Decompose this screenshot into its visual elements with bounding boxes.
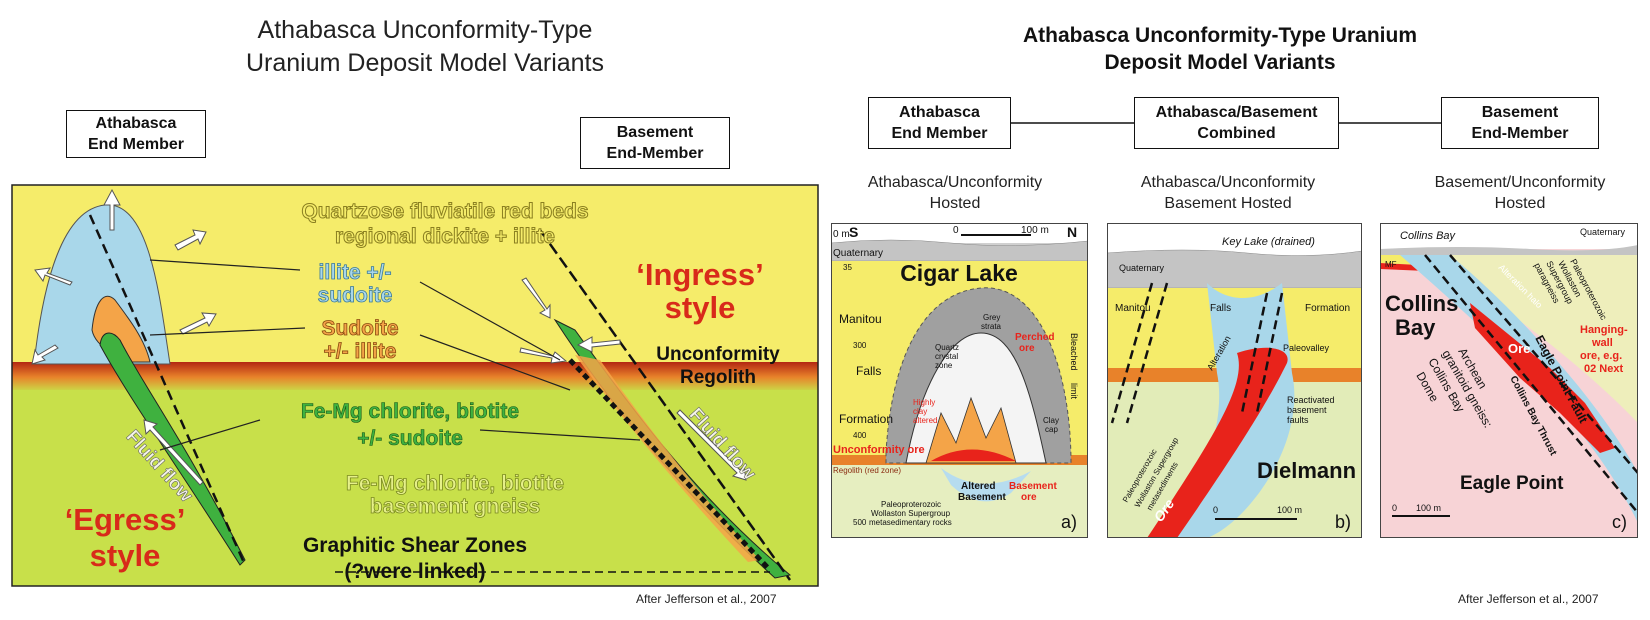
a-paleo-2: Wollaston Supergroup	[871, 509, 951, 518]
label-chlorite-1: Fe-Mg chlorite, biotite	[301, 400, 519, 423]
b-manitou: Manitou	[1115, 303, 1151, 314]
athabasca-end-member-box: Athabasca End Member	[66, 110, 206, 158]
left-cross-section-diagram: Quartzose fluviatile red beds regional d…	[11, 184, 819, 587]
subtitle-c: Basement/Unconformity Hosted	[1434, 174, 1606, 212]
b-reactivated-1: Reactivated	[1287, 395, 1335, 405]
c-name-1: Collins	[1385, 291, 1458, 316]
panel-a-cigar-lake: 0 m S N 0 100 m Quaternary 35 Cigar Lake…	[831, 223, 1088, 538]
right-title: Athabasca Unconformity-Type Uranium Depo…	[1022, 24, 1417, 74]
a-falls: Falls	[856, 364, 881, 378]
b-reactivated-3: faults	[1287, 415, 1309, 425]
c-hw-4: 02 Next	[1584, 363, 1623, 375]
subtitle-a: Athabasca/Unconformity Hosted	[867, 174, 1043, 212]
a-paleo-3: metasedimentary rocks	[869, 518, 952, 527]
label-ingress-1: ‘Ingress’	[636, 257, 764, 292]
a-name: Cigar Lake	[900, 260, 1018, 286]
a-bleached: Bleached	[1069, 333, 1079, 371]
a-perched-ore: ore	[1019, 343, 1035, 354]
label-sudoite-2: +/- illite	[324, 340, 397, 363]
a-quartz: Quartz	[935, 343, 959, 352]
label-redbeds-1: Quartzose fluviatile red beds	[301, 200, 588, 223]
b-falls: Falls	[1210, 303, 1231, 314]
a-clay: clay	[913, 407, 927, 416]
c-scale: 100 m	[1416, 503, 1441, 513]
label-egress-2: style	[90, 538, 161, 573]
b-key-lake: Key Lake (drained)	[1222, 236, 1315, 248]
a-scale: 100 m	[1021, 225, 1049, 236]
a-clay-cap-2: cap	[1045, 425, 1058, 434]
panel-b-dielmann: Key Lake (drained) Quaternary Manitou Fa…	[1107, 223, 1362, 538]
basement-end-member-box-right: Basement End-Member	[1441, 97, 1599, 149]
a-perched: Perched	[1015, 332, 1054, 343]
c-hw-1: Hanging-	[1580, 324, 1628, 336]
a-500: 500	[853, 518, 867, 527]
a-unconformity-ore: Unconformity ore	[833, 444, 925, 456]
b-formation: Formation	[1305, 303, 1350, 314]
b-reactivated-2: basement	[1287, 405, 1327, 415]
c-name-2: Bay	[1395, 315, 1436, 340]
a-300: 300	[853, 341, 867, 350]
c-eagle-point: Eagle Point	[1460, 473, 1564, 494]
label-redbeds-2: regional dickite + illite	[335, 225, 555, 248]
label-illite-2: sudoite	[318, 284, 393, 307]
basement-end-member-box: Basement End-Member	[580, 117, 730, 169]
a-regolith: Regolith (red zone)	[833, 466, 901, 475]
a-paleo-1: Paleoproterozoic	[881, 500, 941, 509]
a-altered-basement-1: Altered	[961, 481, 995, 492]
label-chlorite-2: +/- sudoite	[357, 427, 463, 450]
left-credit: After Jefferson et al., 2007	[636, 592, 777, 606]
c-letter: c)	[1612, 512, 1627, 532]
a-quaternary: Quaternary	[833, 248, 883, 259]
b-name: Dielmann	[1257, 458, 1356, 483]
c-mf: MF	[1385, 260, 1397, 269]
b-scale: 100 m	[1277, 505, 1302, 515]
c-hw-3: ore, e.g.	[1580, 350, 1622, 362]
a-altered-basement-2: Basement	[958, 492, 1006, 503]
label-illite-1: illite +/-	[319, 261, 392, 284]
c-collins-bay-top: Collins Bay	[1400, 230, 1457, 242]
a-manitou: Manitou	[839, 312, 882, 326]
c-quaternary: Quaternary	[1580, 227, 1626, 237]
left-title: Athabasca Unconformity-Type Uranium Depo…	[245, 16, 605, 77]
label-shear-1: Graphitic Shear Zones	[303, 534, 527, 557]
b-letter: b)	[1335, 512, 1351, 532]
a-zone: zone	[935, 361, 953, 370]
label-basement-2: basement gneiss	[370, 495, 540, 518]
right-credit: After Jefferson et al., 2007	[1458, 592, 1599, 606]
combined-box: Athabasca/Basement Combined	[1134, 97, 1339, 149]
label-unconformity: Unconformity	[656, 344, 780, 365]
a-formation: Formation	[839, 412, 893, 426]
a-basement-ore-1: Basement	[1009, 481, 1057, 492]
subtitle-b: Athabasca/Unconformity Basement Hosted	[1140, 174, 1316, 212]
a-35: 35	[843, 263, 852, 272]
c-ore: Ore	[1508, 341, 1530, 356]
label-ingress-2: style	[665, 290, 736, 325]
a-n: N	[1067, 224, 1077, 240]
a-grey: Grey	[983, 313, 1000, 322]
a-altered: altered	[913, 416, 937, 425]
c-zero: 0	[1392, 503, 1397, 513]
a-400: 400	[853, 431, 867, 440]
label-egress-1: ‘Egress’	[65, 502, 186, 537]
c-hw-2: wall	[1591, 337, 1613, 349]
athabasca-end-member-box-right: Athabasca End Member	[868, 97, 1011, 149]
a-crystal: crystal	[935, 352, 958, 361]
a-basement-ore-2: ore	[1021, 492, 1037, 503]
a-highly: Highly	[913, 398, 935, 407]
a-s: S	[849, 224, 858, 240]
label-basement-1: Fe-Mg chlorite, biotite	[346, 472, 564, 495]
panel-c-eagle-point: Collins Bay Quaternary MF Collins Bay Al…	[1380, 223, 1638, 538]
label-regolith: Regolith	[680, 367, 756, 388]
label-sudoite-1: Sudoite	[322, 317, 399, 340]
b-paleovalley: Paleovalley	[1283, 343, 1330, 353]
a-letter: a)	[1061, 512, 1077, 532]
b-zero: 0	[1213, 505, 1218, 515]
a-limit: limit	[1069, 383, 1079, 399]
a-strata: strata	[981, 322, 1002, 331]
a-zero-m: 0 m	[833, 229, 850, 240]
a-scale-zero: 0	[953, 225, 959, 236]
b-quaternary: Quaternary	[1119, 263, 1165, 273]
a-clay-cap-1: Clay	[1043, 416, 1059, 425]
